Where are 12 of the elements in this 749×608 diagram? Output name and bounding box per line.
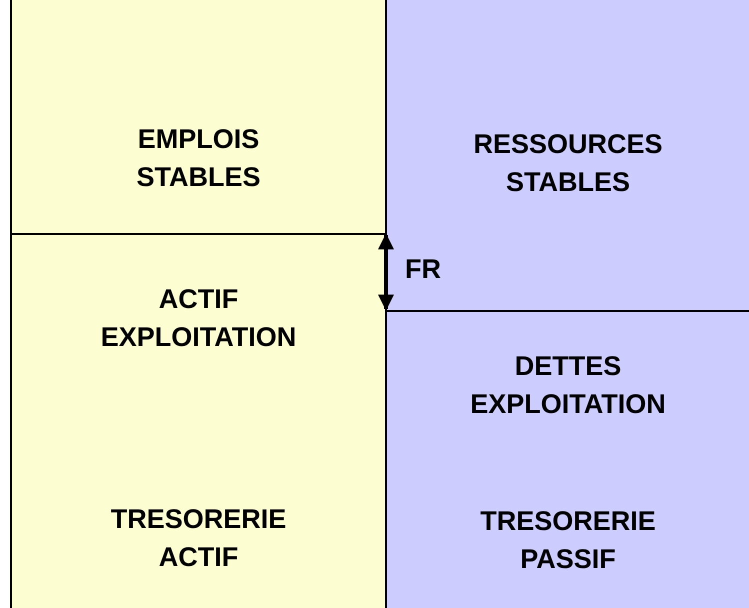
category-label: TRESORERIE PASSIF — [479, 505, 657, 576]
category-label: EMPLOIS STABLES — [135, 123, 262, 194]
category-label: DETTES EXPLOITATION — [469, 350, 667, 421]
balance-sheet-block — [10, 0, 387, 235]
balance-sheet-block — [10, 233, 387, 608]
balance-sheet-block — [385, 0, 749, 312]
edge-label: FR — [405, 254, 441, 285]
double-arrow — [378, 233, 394, 311]
category-label: TRESORERIE ACTIF — [110, 503, 288, 574]
category-label: ACTIF EXPLOITATION — [100, 283, 298, 354]
balance-sheet-block — [385, 310, 749, 608]
category-label: RESSOURCES STABLES — [472, 128, 664, 199]
